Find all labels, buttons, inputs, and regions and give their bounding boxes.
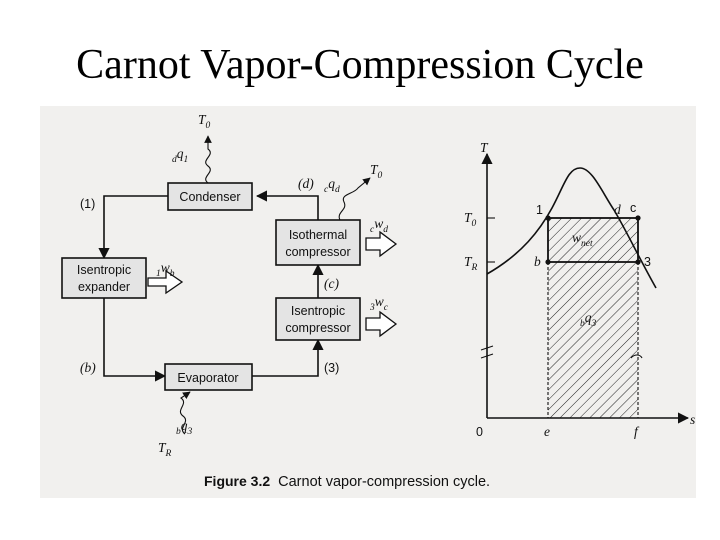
- state-1-label: (1): [80, 197, 95, 211]
- pipe-expander-to-evaporator: [103, 298, 167, 382]
- pipe-condenser-to-expander: [98, 195, 168, 260]
- isentropic-compressor-box: [275, 297, 361, 341]
- figure-scan: Condenser Isothermal compressor Isentrop…: [40, 106, 696, 498]
- cycle-rectangle: [547, 217, 639, 263]
- condenser-label: Condenser: [179, 190, 240, 204]
- isentropic-expander-box: [61, 257, 147, 299]
- state-3-label: (3): [324, 361, 339, 375]
- expander-label-2: expander: [78, 280, 130, 294]
- pipe-evaporator-to-compressor: [252, 338, 324, 377]
- point-c: [635, 215, 641, 221]
- tr-bottom-label: TR: [158, 440, 172, 459]
- point-c-label: c: [630, 201, 636, 215]
- wc-label: 3wc: [369, 294, 389, 313]
- point-1: [545, 215, 551, 221]
- wd-label: cwd: [370, 216, 388, 235]
- q1-label: dq1: [172, 146, 188, 165]
- state-c-label: (c): [324, 276, 339, 291]
- point-d-label: d: [614, 202, 621, 217]
- t0-top-label: T0: [198, 112, 211, 131]
- saturation-dome: [486, 167, 657, 289]
- point-b: [545, 259, 551, 265]
- tr-axis-label: TR: [464, 254, 478, 273]
- slide-title: Carnot Vapor-Compression Cycle: [76, 42, 644, 88]
- cycle-figure: Condenser Isothermal compressor Isentrop…: [61, 112, 695, 490]
- axis-break: [480, 345, 494, 359]
- isothermal-label-2: compressor: [285, 245, 350, 259]
- q3-label: bq3: [176, 418, 193, 437]
- isentropic-comp-label-2: compressor: [285, 321, 350, 335]
- work-wb-arrow: [147, 269, 184, 295]
- point-b-label: b: [534, 254, 541, 269]
- isentropic-comp-label-1: Isentropic: [291, 304, 345, 318]
- heat-q3-arrow: [179, 391, 191, 435]
- s-axis-label: s: [690, 412, 695, 427]
- origin-label: 0: [476, 425, 483, 439]
- point-3-label: 3: [644, 255, 651, 269]
- heat-absorbed-region: [548, 262, 638, 418]
- work-wc-arrow: [365, 310, 398, 338]
- evaporator-label: Evaporator: [177, 371, 238, 385]
- pipe-isothermal-to-condenser: [255, 190, 319, 220]
- evaporator-box: [164, 363, 253, 391]
- point-3: [635, 259, 641, 265]
- isothermal-compressor-box: [275, 219, 361, 266]
- isothermal-label-1: Isothermal: [289, 228, 347, 242]
- condenser-box: [167, 182, 253, 211]
- heat-q1-arrow: [204, 135, 212, 184]
- expander-label-1: Isentropic: [77, 263, 131, 277]
- axis-break-right: [630, 354, 643, 359]
- qd-label: cqd: [324, 176, 340, 195]
- t0-axis-label: T0: [464, 210, 477, 229]
- wnet-label: wnet: [572, 230, 593, 249]
- heat-qd-arrow: [338, 177, 371, 221]
- state-b-label: (b): [80, 360, 96, 375]
- q3-ts-label: bq3: [580, 310, 597, 329]
- t0-right-label: T0: [370, 162, 383, 181]
- net-work-region: [548, 218, 638, 262]
- work-wd-arrow: [365, 230, 398, 258]
- wb-label: 1wb: [156, 260, 175, 279]
- state-d-label: (d): [298, 176, 314, 191]
- point-f-label: f: [634, 424, 640, 439]
- point-1-label: 1: [536, 203, 543, 217]
- t-axis-label: T: [480, 140, 489, 155]
- point-e-label: e: [544, 424, 550, 439]
